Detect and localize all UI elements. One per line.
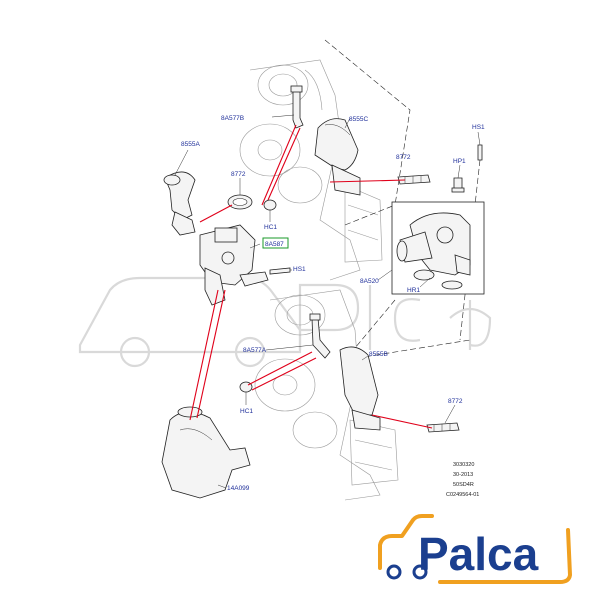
callout-lines: [174, 114, 481, 489]
highlight-box-8A587: [262, 237, 289, 249]
label-8A587: 8A587: [265, 241, 284, 248]
engine-ghost-lower: [254, 289, 399, 501]
label-8772-top: 8772: [396, 154, 411, 161]
label-14A099: 14A099: [227, 485, 250, 492]
ref-line-3: 50SD4R: [453, 482, 474, 488]
hose-8A577A: [309, 313, 331, 359]
bolt-HS1-top: [477, 144, 483, 161]
plug-HP1: [451, 177, 465, 193]
brand-frame: [438, 528, 573, 584]
bolt-HS1-mid: [269, 267, 291, 275]
label-HP1: HP1: [453, 158, 466, 165]
clamp-8772-bottom: [426, 422, 460, 433]
label-HR1: HR1: [407, 287, 420, 294]
clamp-8772-top: [397, 174, 431, 185]
hose-8A577B: [290, 85, 304, 129]
label-HS1-mid: HS1: [293, 266, 306, 273]
label-8555A: 8555A: [181, 141, 200, 148]
valve-8A587: [199, 224, 269, 306]
label-8A577B: 8A577B: [221, 115, 244, 122]
label-HS1-top: HS1: [472, 124, 485, 131]
ref-line-1: 3030320: [453, 462, 474, 468]
label-8772-bottom: 8772: [448, 398, 463, 405]
leader-lines: [189, 124, 433, 429]
label-HC1-bottom: HC1: [240, 408, 253, 415]
clamp-8772-left: [227, 194, 253, 210]
housing-8A520-inset: [391, 201, 485, 295]
brand-logo: Palca: [378, 514, 573, 584]
label-8A577A: 8A577A: [243, 347, 267, 354]
engine-ghost-upper: [239, 59, 383, 281]
part-labels: 8A577B 8555C 8555A 8772 8772 HS1 HP1 HC1…: [181, 115, 485, 492]
label-HC1-top: HC1: [264, 224, 277, 231]
pipe-8555B: [339, 346, 381, 431]
reference-codes: 3030320 30-2013 50SD4R C0249564-01: [446, 462, 479, 498]
ref-line-4: C0249564-01: [446, 492, 479, 498]
label-8A520: 8A520: [360, 278, 379, 285]
car-icon: [378, 514, 434, 580]
label-8555C: 8555C: [349, 116, 368, 123]
label-8555B: 8555B: [369, 351, 388, 358]
hose-8555A: [163, 171, 196, 236]
cap-HC1-top: [263, 199, 277, 211]
brand-name: Palca: [418, 528, 539, 580]
ref-line-2: 30-2013: [453, 472, 473, 478]
reservoir-14A099: [161, 406, 251, 499]
label-8772-left: 8772: [231, 171, 246, 178]
